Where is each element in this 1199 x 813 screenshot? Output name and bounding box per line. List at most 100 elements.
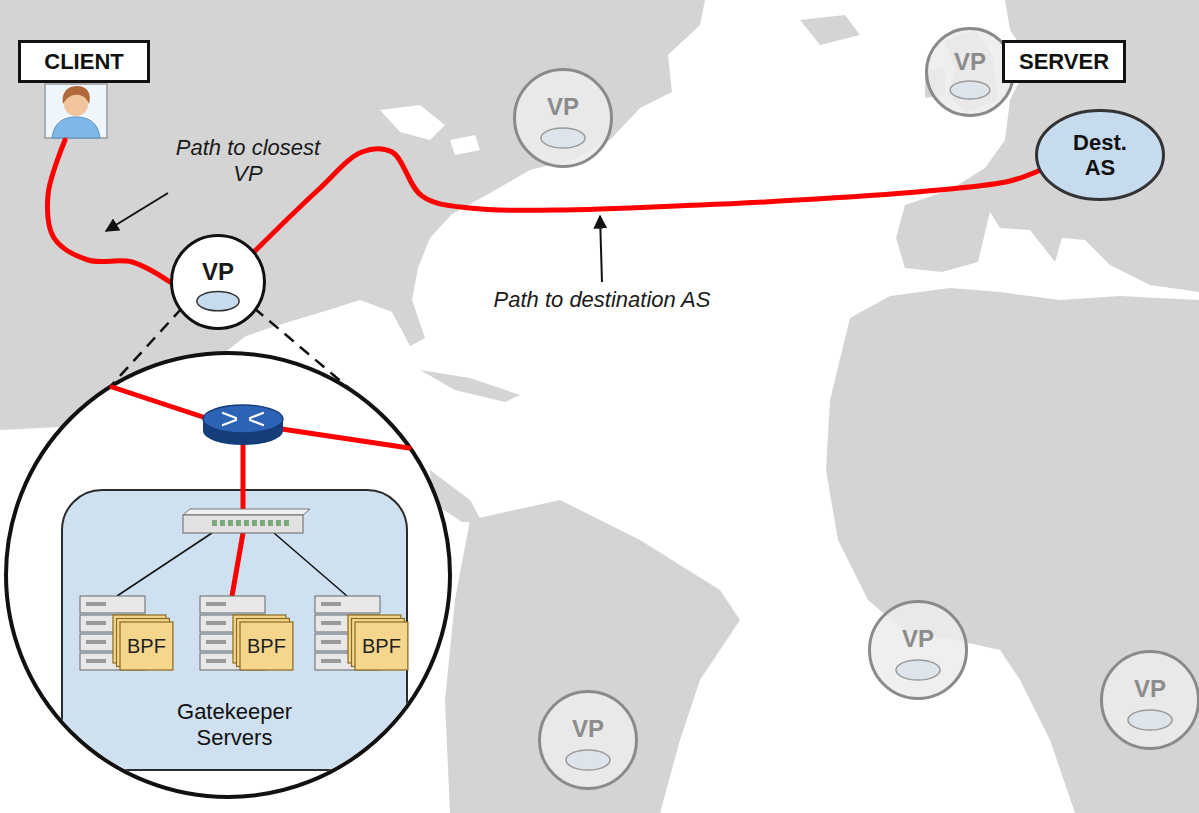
node-label: VP bbox=[902, 625, 934, 653]
leader-arrow bbox=[106, 193, 168, 231]
program-label: BPF bbox=[127, 635, 166, 658]
node-label: VP bbox=[202, 258, 234, 286]
as-ellipse bbox=[197, 292, 239, 311]
client-icon bbox=[45, 84, 107, 138]
switch-port bbox=[212, 520, 217, 526]
node-label: VP bbox=[1134, 675, 1166, 703]
path-note: Path to closest VP bbox=[161, 135, 336, 188]
switch-port bbox=[220, 520, 225, 526]
server-slot bbox=[86, 640, 106, 644]
server-slot bbox=[206, 659, 226, 663]
bpf-program: BPF bbox=[355, 622, 408, 670]
vantage-point: VP bbox=[868, 600, 968, 700]
server-slot bbox=[321, 621, 341, 625]
as-ellipse bbox=[896, 660, 940, 680]
client-box: CLIENT bbox=[18, 40, 150, 140]
switch-port bbox=[260, 520, 265, 526]
vp-circle bbox=[172, 236, 265, 329]
node-label: Gatekeeper Servers bbox=[150, 699, 320, 750]
switch-top bbox=[183, 509, 310, 515]
europe bbox=[896, 0, 1199, 292]
lake bbox=[450, 135, 480, 155]
as-ellipse bbox=[1128, 710, 1172, 730]
network-path bbox=[255, 149, 1039, 251]
south-america bbox=[445, 500, 740, 813]
red-link bbox=[241, 445, 246, 515]
server-unit bbox=[315, 596, 380, 613]
vantage-point: VP bbox=[1100, 650, 1199, 750]
lakes bbox=[380, 105, 480, 155]
icon-hair bbox=[63, 86, 90, 104]
switch-port bbox=[236, 520, 241, 526]
switch-front bbox=[183, 515, 303, 533]
bpf-program: BPF bbox=[120, 622, 173, 670]
server-slot bbox=[321, 659, 341, 663]
destination-as: Dest. AS bbox=[1035, 109, 1165, 201]
node-label: CLIENT bbox=[18, 40, 150, 83]
bpf-program: BPF bbox=[240, 622, 293, 670]
router-arrows bbox=[223, 413, 263, 425]
lake bbox=[380, 105, 445, 140]
path-note: Path to destination AS bbox=[494, 287, 711, 313]
leader-arrow bbox=[600, 216, 602, 282]
server-panel: Gatekeeper Servers BPF BPF BPF bbox=[62, 490, 407, 770]
server-link bbox=[117, 533, 212, 596]
africa bbox=[826, 288, 1199, 813]
switch-port bbox=[244, 520, 249, 526]
server-slot bbox=[206, 602, 226, 606]
server-slot bbox=[206, 621, 226, 625]
switch-port bbox=[284, 520, 289, 526]
switch-port bbox=[276, 520, 281, 526]
server-unit bbox=[200, 596, 265, 613]
cuba bbox=[420, 370, 520, 402]
iceland bbox=[800, 15, 860, 45]
icon-frame bbox=[45, 84, 107, 138]
vp-circle bbox=[515, 70, 612, 167]
vantage-point: VP bbox=[170, 234, 266, 330]
red-link bbox=[112, 387, 215, 421]
node-label: VP bbox=[547, 93, 579, 121]
vantage-point: VP bbox=[513, 68, 613, 168]
server-slot bbox=[321, 602, 341, 606]
as-ellipse bbox=[541, 128, 585, 148]
as-ellipse bbox=[566, 750, 610, 770]
document-page bbox=[240, 622, 293, 670]
program-label: BPF bbox=[247, 635, 286, 658]
as-ellipse bbox=[1037, 111, 1164, 200]
router-top bbox=[203, 405, 283, 433]
red-link bbox=[275, 428, 409, 448]
north-america bbox=[0, 0, 705, 430]
icon-body bbox=[52, 117, 100, 138]
server-link bbox=[232, 533, 243, 596]
program-label: BPF bbox=[362, 635, 401, 658]
switch-port bbox=[252, 520, 257, 526]
document-page bbox=[120, 622, 173, 670]
vantage-point: VP bbox=[538, 690, 638, 790]
node-label: SERVER bbox=[1019, 49, 1109, 74]
vp-circle bbox=[1102, 652, 1199, 749]
panel-ground bbox=[62, 490, 407, 770]
network-path bbox=[47, 140, 170, 282]
router-symbol bbox=[203, 405, 283, 445]
switch-port bbox=[268, 520, 273, 526]
server-unit bbox=[80, 596, 145, 613]
vp-circle bbox=[540, 692, 637, 789]
vp-circle bbox=[927, 29, 1014, 116]
switch-port bbox=[228, 520, 233, 526]
server-slot bbox=[86, 621, 106, 625]
node-label: VP bbox=[572, 715, 604, 743]
server-slot bbox=[206, 640, 226, 644]
vp-circle bbox=[870, 602, 967, 699]
server-slot bbox=[86, 602, 106, 606]
zoom-circle bbox=[6, 353, 450, 797]
server-slot bbox=[321, 640, 341, 644]
document-page bbox=[355, 622, 408, 670]
server-box: SERVER bbox=[1002, 40, 1126, 83]
node-label: VP bbox=[954, 48, 986, 76]
node-label: Dest. AS bbox=[1060, 130, 1140, 181]
as-ellipse bbox=[950, 81, 990, 99]
switch-symbol bbox=[183, 509, 310, 533]
